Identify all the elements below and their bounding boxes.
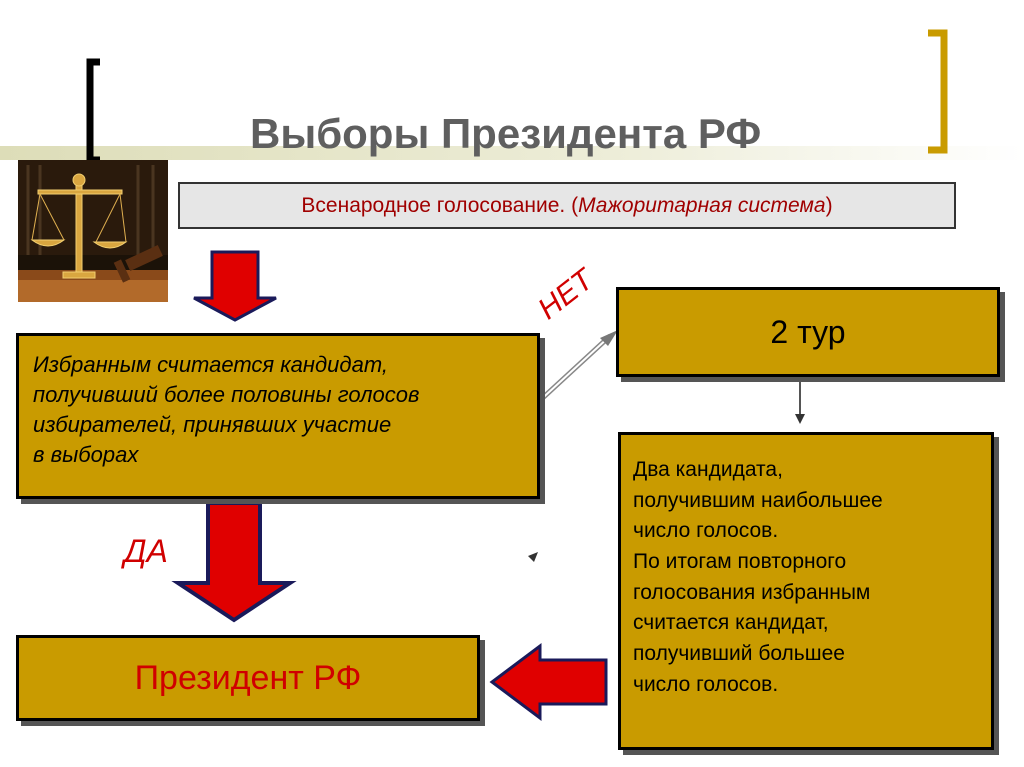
slide-title: Выборы Президента РФ (250, 110, 762, 157)
condition-line: Избранным считается кандидат, (33, 352, 389, 377)
scales-of-justice-image (18, 160, 168, 302)
condition-line: получивший более половины голосов (33, 381, 420, 407)
result-line: По итогам повторного (633, 549, 847, 573)
down-arrow-top (193, 250, 277, 322)
result-line: считается кандидат, (633, 611, 829, 635)
result-line: голосования избранным (633, 580, 871, 604)
second-round-result-text: Два кандидата, получившим наибольшее чис… (621, 435, 991, 720)
condition-box: Избранным считается кандидат, получивший… (16, 333, 540, 499)
small-triangle-mark (528, 552, 538, 562)
right-bracket (928, 29, 948, 154)
result-line: получившим наибольшее (633, 488, 883, 512)
voting-type-box: Всенародное голосование. (Мажоритарная с… (178, 182, 956, 229)
result-line: число голосов. (633, 672, 779, 696)
result-line: получивший большее (633, 641, 845, 665)
down-arrow-yes (171, 501, 297, 623)
voting-type-close: ) (825, 193, 833, 217)
condition-text: Избранным считается кандидат, получивший… (19, 336, 537, 484)
left-arrow-president (489, 643, 608, 721)
second-round-result-box: Два кандидата, получившим наибольшее чис… (618, 432, 994, 750)
president-box: Президент РФ (16, 635, 480, 721)
header-bar (0, 146, 1024, 160)
result-line: Два кандидата, (633, 458, 783, 481)
condition-line: избирателей, принявших участие (33, 411, 392, 437)
condition-line: в выборах (33, 441, 139, 467)
voting-system-text: Мажоритарная система (578, 193, 826, 217)
result-line: число голосов. (633, 519, 779, 543)
yes-label: ДА (124, 533, 168, 569)
second-round-box: 2 тур (616, 287, 1000, 377)
voting-type-text: Всенародное голосование. ( (301, 193, 579, 217)
